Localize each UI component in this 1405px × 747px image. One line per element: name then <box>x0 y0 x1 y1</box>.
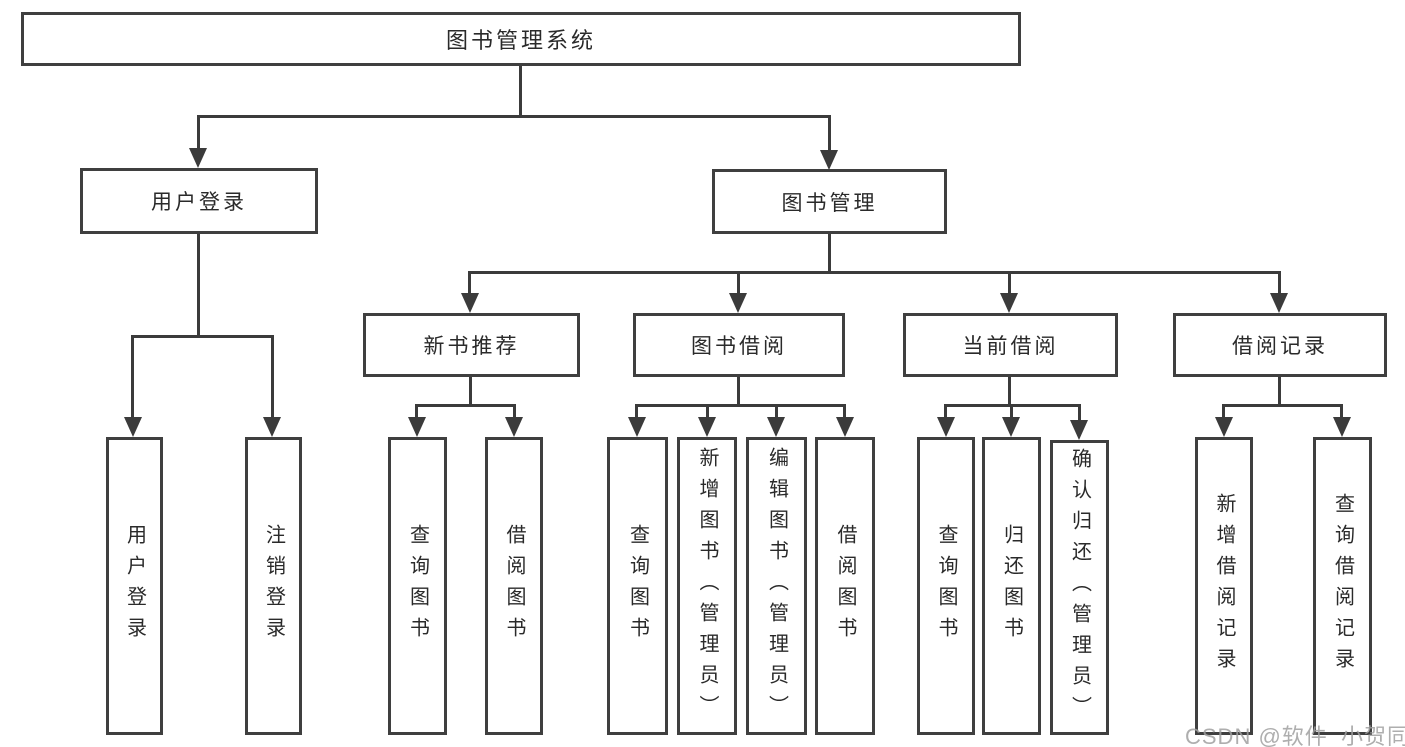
node-label: 用户登录 <box>151 191 247 214</box>
node-book-management: 图书管理 <box>712 169 947 234</box>
arrowhead-icon <box>820 150 838 170</box>
node-label: 借阅记录 <box>1232 335 1328 358</box>
leaf-label: 查询图书 <box>406 524 429 648</box>
node-label: 图书管理系统 <box>445 28 596 53</box>
connector-line <box>1222 404 1225 419</box>
arrowhead-icon <box>1270 293 1288 313</box>
leaf-label: 归还图书 <box>1000 524 1023 648</box>
leaf-label: 新增图书（管理员） <box>696 446 718 726</box>
leaf-query-borrow-record: 查询借阅记录 <box>1313 437 1372 735</box>
arrowhead-icon <box>1215 417 1233 437</box>
connector-line <box>1010 404 1013 419</box>
arrowhead-icon <box>767 417 785 437</box>
leaf-label: 借阅图书 <box>834 524 856 648</box>
connector-line <box>415 404 516 407</box>
arrowhead-icon <box>461 293 479 313</box>
connector-line <box>737 376 740 407</box>
leaf-user-login: 用户登录 <box>106 437 163 735</box>
arrowhead-icon <box>1000 293 1018 313</box>
node-label: 新书推荐 <box>423 335 520 358</box>
connector-line <box>1278 271 1281 295</box>
leaf-add-books-admin: 新增图书（管理员） <box>677 437 737 735</box>
connector-line <box>197 115 200 150</box>
connector-line <box>468 271 471 295</box>
node-label: 图书借阅 <box>691 335 787 358</box>
leaf-add-borrow-record: 新增借阅记录 <box>1195 437 1253 735</box>
connector-line <box>775 404 778 419</box>
leaf-label: 查询图书 <box>935 524 957 648</box>
connector-line <box>468 271 1281 274</box>
arrowhead-icon <box>263 417 281 437</box>
connector-line <box>1340 404 1343 419</box>
connector-line <box>1008 271 1011 295</box>
connector-line <box>1078 404 1081 422</box>
node-borrow-records: 借阅记录 <box>1173 313 1387 377</box>
connector-line <box>1278 376 1281 407</box>
leaf-label: 查询图书 <box>626 524 649 648</box>
connector-line <box>197 233 200 338</box>
node-label: 图书管理 <box>781 191 878 215</box>
leaf-borrow-books: 借阅图书 <box>815 437 875 735</box>
node-user-login: 用户登录 <box>80 168 318 234</box>
arrowhead-icon <box>1002 417 1020 437</box>
arrowhead-icon <box>836 417 854 437</box>
node-book-borrow: 图书借阅 <box>633 313 845 377</box>
connector-line <box>635 404 846 407</box>
connector-line <box>828 115 831 152</box>
connector-line <box>469 376 472 407</box>
arrowhead-icon <box>729 293 747 313</box>
connector-line <box>635 404 638 419</box>
arrowhead-icon <box>698 417 716 437</box>
node-label: 当前借阅 <box>962 335 1059 358</box>
arrowhead-icon <box>189 148 207 168</box>
leaf-borrow-books-recommend: 借阅图书 <box>485 437 543 735</box>
leaf-confirm-return-admin: 确认归还（管理员） <box>1050 440 1109 735</box>
connector-line <box>513 404 516 419</box>
connector-line <box>1222 404 1343 407</box>
connector-line <box>706 404 709 419</box>
leaf-label: 注销登录 <box>262 524 285 648</box>
connector-line <box>828 233 831 274</box>
node-root: 图书管理系统 <box>21 12 1021 66</box>
connector-line <box>1008 376 1011 407</box>
arrowhead-icon <box>937 417 955 437</box>
connector-line <box>197 115 831 118</box>
arrowhead-icon <box>628 417 646 437</box>
arrowhead-icon <box>1070 420 1088 440</box>
leaf-label: 确认归还（管理员） <box>1068 448 1091 727</box>
connector-line <box>843 404 846 419</box>
arrowhead-icon <box>408 417 426 437</box>
leaf-label: 新增借阅记录 <box>1213 493 1235 679</box>
watermark: CSDN @软件_小贺同学 <box>1185 724 1405 747</box>
leaf-query-books-borrow: 查询图书 <box>607 437 668 735</box>
connector-line <box>737 271 740 295</box>
connector-line <box>271 335 274 419</box>
connector-line <box>131 335 274 338</box>
connector-line <box>131 335 134 419</box>
leaf-query-books-current: 查询图书 <box>917 437 975 735</box>
connector-line <box>944 404 947 419</box>
leaf-label: 编辑图书（管理员） <box>765 446 788 726</box>
leaf-edit-books-admin: 编辑图书（管理员） <box>746 437 807 735</box>
connector-line <box>519 64 522 117</box>
arrowhead-icon <box>1333 417 1351 437</box>
leaf-return-books: 归还图书 <box>982 437 1041 735</box>
leaf-logout: 注销登录 <box>245 437 302 735</box>
arrowhead-icon <box>505 417 523 437</box>
node-current-borrow: 当前借阅 <box>903 313 1118 377</box>
leaf-query-books-recommend: 查询图书 <box>388 437 447 735</box>
leaf-label: 用户登录 <box>123 524 146 648</box>
leaf-label: 借阅图书 <box>503 524 525 648</box>
node-new-book-recommend: 新书推荐 <box>363 313 580 377</box>
arrowhead-icon <box>124 417 142 437</box>
leaf-label: 查询借阅记录 <box>1331 493 1354 679</box>
connector-line <box>415 404 418 419</box>
